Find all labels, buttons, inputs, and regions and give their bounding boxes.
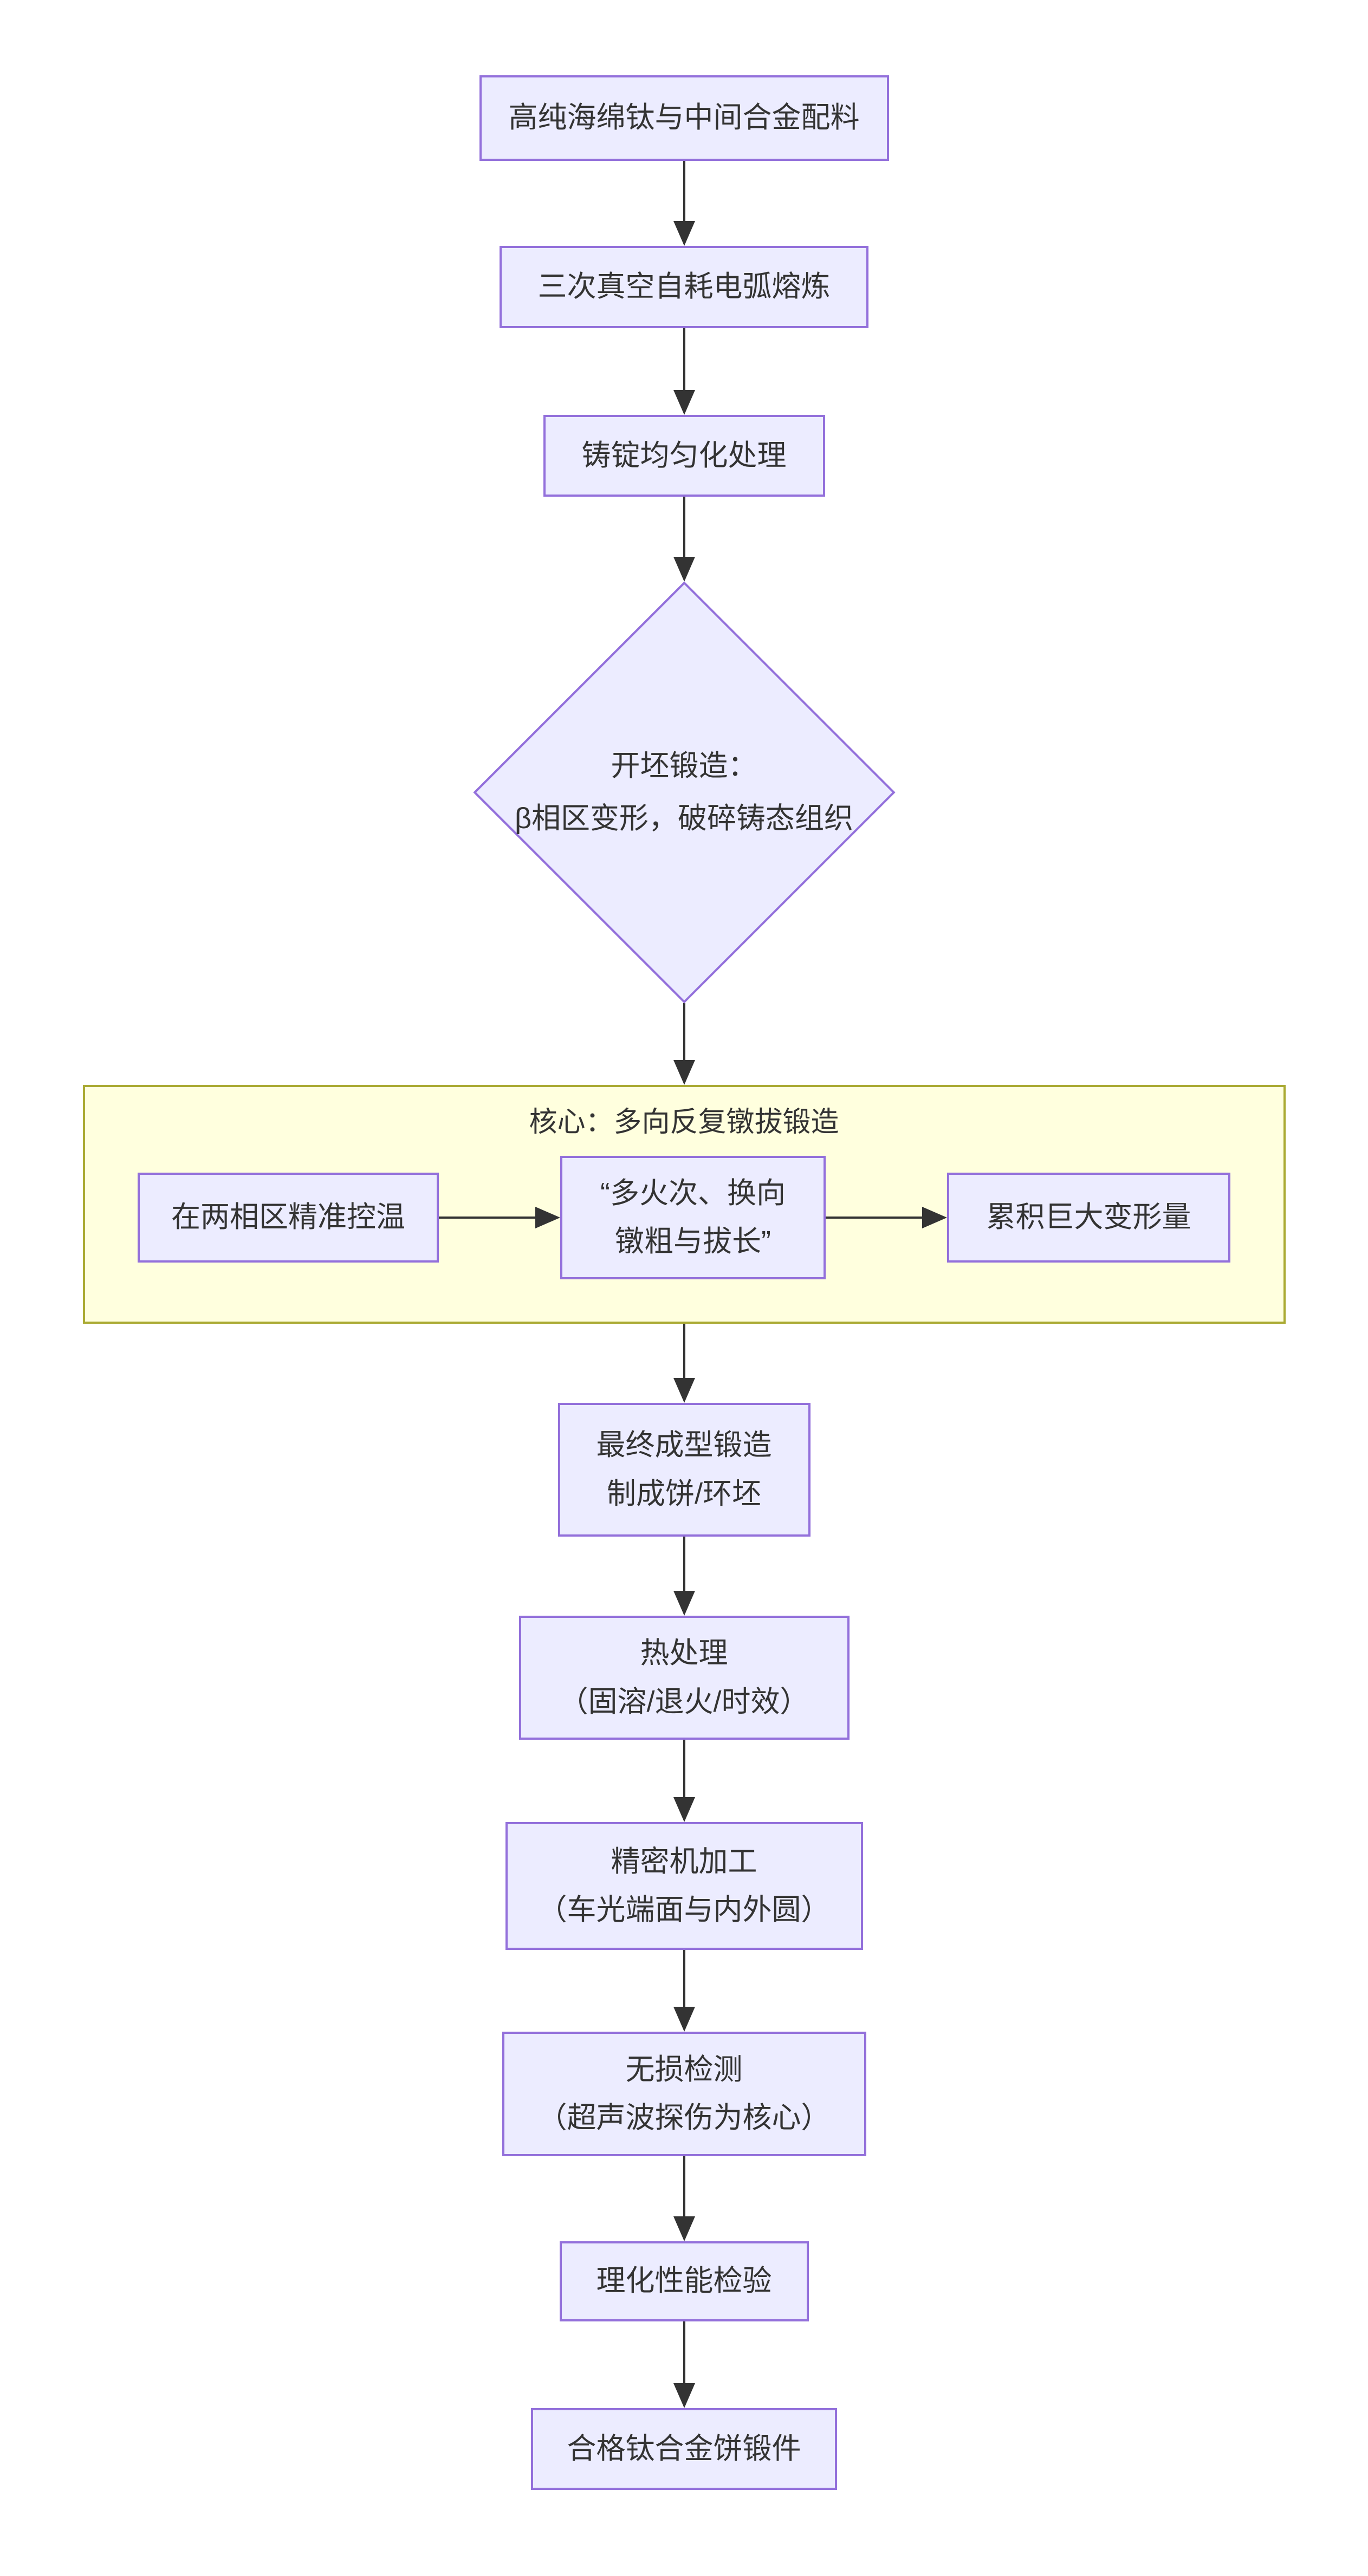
node-label-line1: 开坯锻造： [611, 749, 757, 782]
node-label: 合格钛合金饼锻件 [567, 2432, 801, 2465]
node-label: 高纯海绵钛与中间合金配料 [508, 101, 860, 134]
node-label-line2: 制成饼/环坯 [606, 1477, 761, 1510]
node-cogging-forging-decision: 开坯锻造： β相区变形，破碎铸态组织 [468, 581, 901, 1004]
flow-edge [673, 2321, 695, 2408]
edge-line [683, 161, 685, 221]
subgraph-row: 在两相区精准控温 “多火次、换向 镦粗与拔长” 累积巨大变形量 [138, 1156, 1230, 1279]
node-label-line1: 精密机加工 [611, 1845, 757, 1878]
node-vacuum-arc-melting: 三次真空自耗电弧熔炼 [500, 246, 868, 328]
arrowhead-down-icon [673, 1797, 695, 1822]
arrowhead-down-icon [673, 1060, 695, 1085]
node-label: 累积巨大变形量 [986, 1201, 1191, 1234]
node-label-line1: 热处理 [640, 1637, 728, 1670]
flow-edge [673, 497, 695, 582]
node-heat-treatment: 热处理 （固溶/退火/时效） [518, 1616, 850, 1740]
arrowhead-down-icon [673, 221, 695, 246]
node-label-line1: “多火次、换向 [600, 1176, 786, 1209]
node-label: 铸锭均匀化处理 [581, 439, 787, 472]
flow-edge [439, 1207, 560, 1228]
node-label: 开坯锻造： β相区变形，破碎铸态组织 [468, 582, 901, 1003]
edge-line [826, 1217, 922, 1219]
node-label-line1: 最终成型锻造 [596, 1429, 772, 1462]
node-raw-material: 高纯海绵钛与中间合金配料 [479, 75, 889, 161]
edge-line [683, 1003, 685, 1060]
node-label-line2: （车光端面与内外圆） [537, 1894, 831, 1926]
arrowhead-right-icon [535, 1207, 560, 1228]
node-upsetting-drawing: “多火次、换向 镦粗与拔长” [560, 1156, 826, 1279]
flow-edge [673, 161, 695, 246]
flow-edge [673, 328, 695, 415]
edge-line [683, 497, 685, 557]
node-label-line2: （固溶/退火/时效） [559, 1685, 809, 1718]
node-label: 理化性能检验 [596, 2265, 772, 2298]
flow-edge [673, 1003, 695, 1085]
arrowhead-down-icon [673, 1591, 695, 1616]
arrowhead-down-icon [673, 2007, 695, 2032]
node-label-line1: 无损检测 [625, 2053, 743, 2086]
edge-line [683, 1950, 685, 2007]
edge-line [683, 1740, 685, 1797]
flow-edge [673, 1950, 695, 2032]
edge-line [683, 2321, 685, 2383]
flow-edge [673, 1740, 695, 1822]
arrowhead-right-icon [922, 1207, 947, 1228]
edge-line [439, 1217, 535, 1219]
flow-edge [826, 1207, 947, 1228]
arrowhead-down-icon [673, 2383, 695, 2408]
flow-edge [673, 1537, 695, 1616]
node-label-line2: β相区变形，破碎铸态组织 [514, 802, 854, 835]
flow-edge [673, 2156, 695, 2241]
arrowhead-down-icon [673, 2216, 695, 2241]
subgraph-title: 核心：多向反复镦拔锻造 [529, 1107, 839, 1138]
subgraph-core-forging: 核心：多向反复镦拔锻造 在两相区精准控温 “多火次、换向 镦粗与拔长” 累积巨大… [82, 1085, 1286, 1324]
arrowhead-down-icon [673, 390, 695, 415]
node-label: 在两相区精准控温 [171, 1201, 405, 1234]
node-label-line2: 镦粗与拔长” [615, 1225, 771, 1258]
node-nondestructive-testing: 无损检测 （超声波探伤为核心） [502, 2032, 866, 2156]
edge-line [683, 1324, 685, 1378]
node-final-forging: 最终成型锻造 制成饼/环坯 [557, 1403, 811, 1537]
node-precision-machining: 精密机加工 （车光端面与内外圆） [505, 1822, 863, 1950]
node-temp-control: 在两相区精准控温 [138, 1173, 439, 1263]
arrowhead-down-icon [673, 557, 695, 582]
edge-line [683, 2156, 685, 2216]
node-property-testing: 理化性能检验 [559, 2241, 809, 2321]
node-homogenization: 铸锭均匀化处理 [543, 415, 825, 497]
node-label-line2: （超声波探伤为核心） [537, 2102, 831, 2134]
node-qualified-product: 合格钛合金饼锻件 [531, 2408, 837, 2490]
edge-line [683, 1537, 685, 1591]
flow-edge [673, 1324, 695, 1403]
node-strain-accumulation: 累积巨大变形量 [947, 1173, 1230, 1263]
edge-line [683, 328, 685, 390]
arrowhead-down-icon [673, 1378, 695, 1403]
node-label: 三次真空自耗电弧熔炼 [537, 270, 831, 303]
